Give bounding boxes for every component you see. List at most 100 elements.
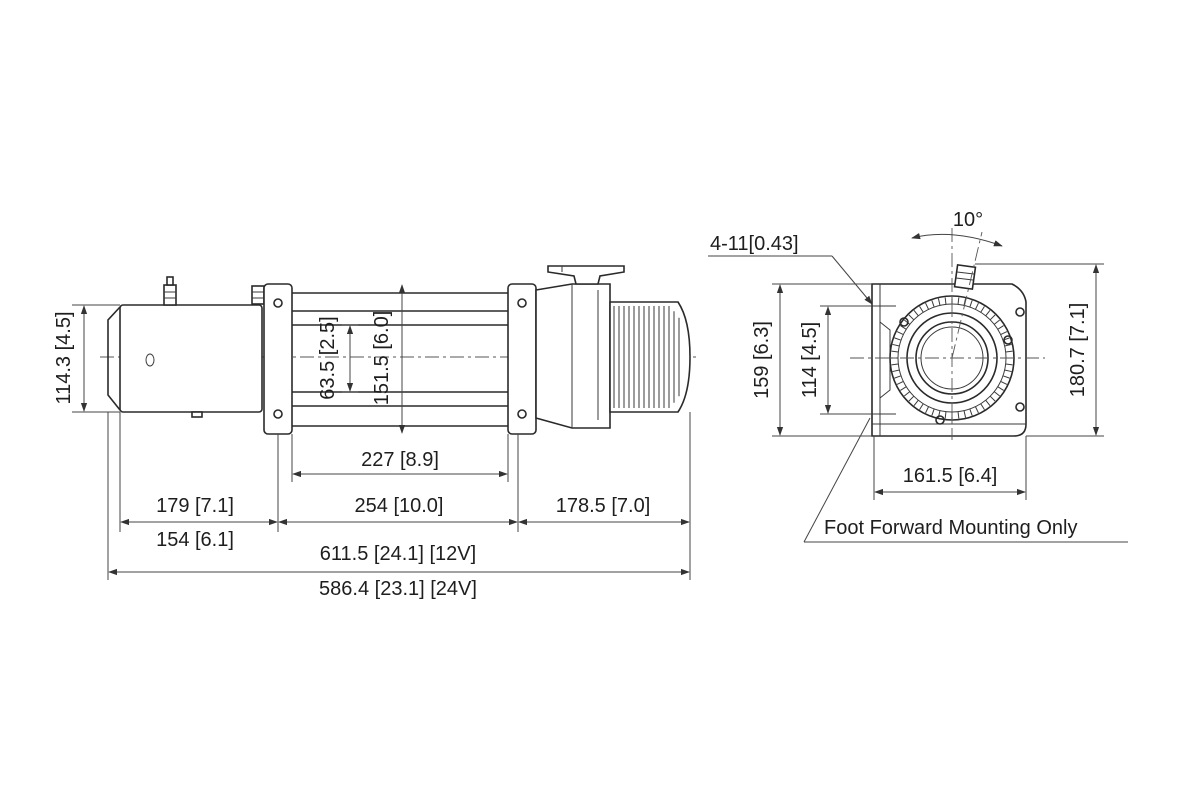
gear-tooth — [937, 298, 941, 306]
gear-tooth — [896, 380, 904, 385]
gear-tooth — [980, 403, 985, 410]
gear-tooth — [985, 399, 991, 407]
dim-height-outer-label: 159 [6.3] — [751, 321, 773, 399]
dim-holes-label: 4-11[0.43] — [710, 233, 799, 255]
gear-cover-ribs — [613, 306, 680, 408]
gear-tooth — [980, 306, 985, 313]
dim-height-inner: 114 [4.5] — [799, 305, 872, 415]
gear-tooth — [1004, 369, 1012, 373]
gear-tooth — [894, 375, 902, 379]
gear-tooth — [900, 386, 907, 391]
dim-foot-spacing-label: 227 [8.9] — [361, 449, 439, 471]
gear-tooth — [891, 363, 899, 366]
side-extension-lines — [107, 412, 691, 580]
gear-tooth — [908, 395, 915, 402]
dim-motor-height-label: 114.3 [4.5] — [53, 311, 75, 404]
gear-tooth — [985, 309, 991, 317]
side-view: 114.3 [4.5] 63.5 [2.5] 151.5 [6.0] 227 [… — [53, 265, 700, 600]
gear-tooth — [925, 302, 930, 310]
side-fitting — [251, 285, 265, 305]
gear-tooth — [1004, 343, 1012, 347]
gear-tooth — [1000, 331, 1008, 336]
dim-frame-height-label: 151.5 [6.0] — [371, 311, 393, 406]
gear-tooth — [1000, 380, 1008, 385]
gear-tooth — [989, 314, 996, 321]
right-bolt-upper — [517, 298, 527, 308]
gear-tooth — [957, 297, 960, 305]
gear-tooth — [1005, 350, 1013, 353]
gear-tooth — [896, 331, 904, 336]
right-bolt-lower — [517, 409, 527, 419]
gear-tooth — [903, 319, 911, 325]
gear-tooth — [963, 410, 967, 418]
gear-tooth — [919, 306, 924, 313]
gear-tooth — [974, 302, 979, 310]
left-bolt-upper — [273, 298, 283, 308]
dim-motor-length-label: 179 [7.1] — [156, 495, 234, 517]
dim-gearbox-length-label: 178.5 [7.0] — [556, 495, 651, 517]
dim-height-outer: 159 [6.3] — [751, 283, 872, 437]
gear-tooth — [974, 406, 979, 414]
gear-tooth — [1005, 363, 1013, 366]
gear-tooth — [919, 403, 924, 410]
dim-chain-row: 179 [7.1] 254 [10.0] 178.5 [7.0] 154 [6.… — [120, 495, 690, 551]
gear-tooth — [925, 406, 930, 414]
dim-overall-length: 611.5 [24.1] [12V] 586.4 [23.1] [24V] — [108, 543, 690, 600]
gear-tooth — [997, 386, 1004, 391]
dim-total-height-label: 180.7 [7.1] — [1067, 303, 1089, 398]
dim-bolt-spacing-label: 63.5 [2.5] — [317, 316, 339, 399]
dim-total-height: 180.7 [7.1] — [975, 263, 1104, 437]
motor-vent — [145, 353, 155, 367]
mounting-note: Foot Forward Mounting Only — [803, 417, 1128, 543]
dim-bolt-spacing: 63.5 [2.5] — [317, 316, 358, 400]
motor-terminal — [163, 276, 177, 306]
mounting-note-label: Foot Forward Mounting Only — [824, 517, 1077, 539]
dim-height-inner-label: 114 [4.5] — [799, 322, 821, 398]
gear-tooth — [892, 369, 900, 373]
gear-tooth — [894, 337, 902, 341]
dim-frame-height: 151.5 [6.0] — [371, 284, 406, 434]
motor-body — [119, 304, 263, 413]
gear-tooth — [989, 395, 996, 402]
gear-tooth — [1002, 375, 1010, 379]
gear-cover — [609, 301, 691, 413]
dim-motor-length-alt-label: 154 [6.1] — [156, 529, 234, 551]
dim-angle-label: 10° — [953, 209, 983, 231]
dim-width: 161.5 [6.4] — [873, 436, 1027, 500]
dim-width-label: 161.5 [6.4] — [903, 465, 998, 487]
gear-tooth — [931, 408, 935, 416]
gear-tooth — [944, 297, 947, 305]
gear-tooth — [993, 391, 1001, 397]
gear-tooth — [993, 319, 1001, 325]
gear-tooth — [969, 300, 973, 308]
gear-tooth — [963, 298, 967, 306]
gear-tooth — [900, 325, 907, 330]
gear-tooth — [913, 309, 919, 317]
gear-tooth — [944, 411, 947, 419]
gear-tooth — [892, 343, 900, 347]
motor-bottom-tab — [191, 411, 203, 418]
end-housing — [871, 283, 1027, 437]
gear-tooth — [931, 300, 935, 308]
dim-total-24v-label: 586.4 [23.1] [24V] — [319, 578, 477, 600]
gear-tooth — [908, 314, 915, 321]
clutch-knob — [547, 265, 625, 285]
gear-tooth — [903, 391, 911, 397]
gear-tooth — [957, 411, 960, 419]
motor-end-cap — [107, 306, 121, 411]
gear-tooth — [891, 350, 899, 353]
left-bolt-lower — [273, 409, 283, 419]
dim-total-12v-label: 611.5 [24.1] [12V] — [320, 543, 476, 565]
end-vent-plug — [953, 263, 977, 291]
gearbox-housing — [535, 283, 611, 429]
end-view: 10° 4-11[0.43] 159 [6.3] 114 [4.5] — [708, 209, 1128, 543]
dim-foot-spacing: 227 [8.9] — [291, 434, 509, 482]
dim-angle: 10° — [911, 209, 1003, 247]
gear-tooth — [969, 408, 973, 416]
dim-drum-length-label: 254 [10.0] — [355, 495, 444, 517]
dim-motor-height: 114.3 [4.5] — [53, 304, 120, 413]
dim-holes-callout: 4-11[0.43] — [708, 233, 873, 305]
end-bolts — [899, 307, 1025, 425]
